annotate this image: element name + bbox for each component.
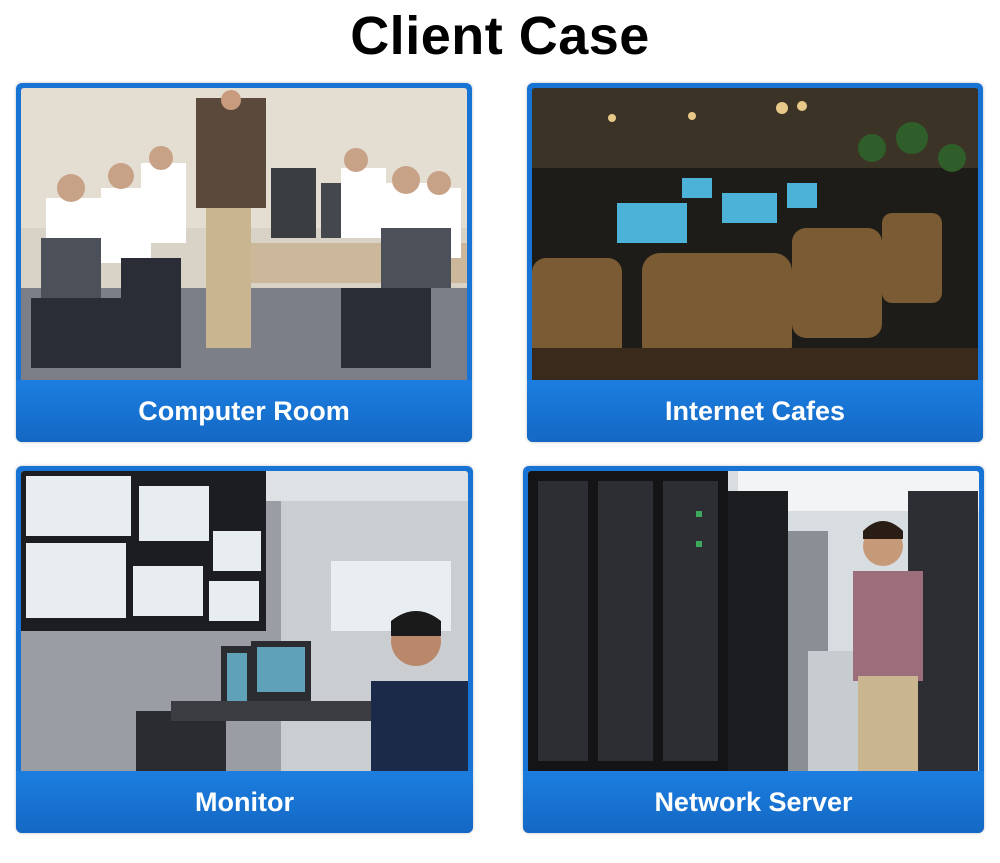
card-caption: Monitor xyxy=(16,771,473,833)
case-card-network-server[interactable]: Network Server xyxy=(523,466,984,833)
page-title: Client Case xyxy=(350,6,650,66)
case-card-monitor[interactable]: Monitor xyxy=(16,466,473,833)
case-card-computer-room[interactable]: Computer Room xyxy=(16,83,472,442)
server-room-photo xyxy=(528,471,979,771)
computer-room-photo xyxy=(21,88,467,380)
internet-cafe-photo xyxy=(532,88,978,380)
card-caption: Network Server xyxy=(523,771,984,833)
monitoring-room-photo xyxy=(21,471,468,771)
card-caption: Internet Cafes xyxy=(527,380,983,442)
case-card-internet-cafes[interactable]: Internet Cafes xyxy=(527,83,983,442)
card-caption: Computer Room xyxy=(16,380,472,442)
